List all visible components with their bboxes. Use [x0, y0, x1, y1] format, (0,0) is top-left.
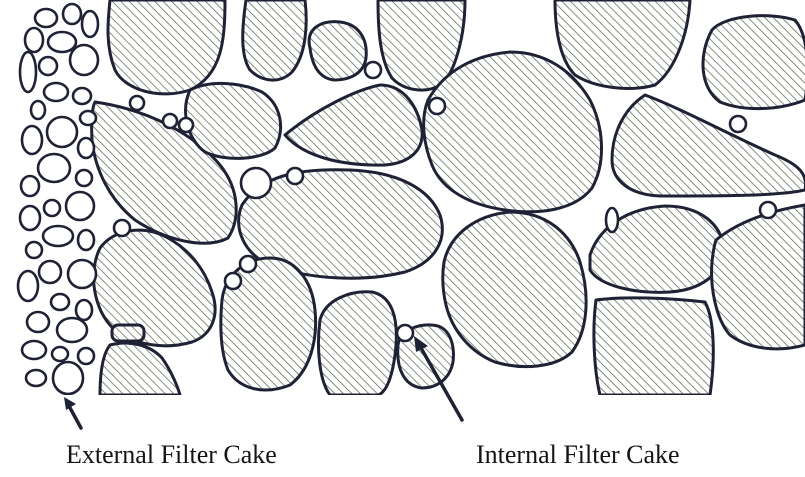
cake-particle	[31, 101, 45, 119]
cake-particle	[18, 271, 38, 301]
cake-particle	[39, 261, 61, 283]
cake-particle	[76, 300, 92, 320]
cake-particle	[66, 192, 94, 220]
cake-particle	[82, 11, 98, 37]
cake-particle	[51, 294, 69, 310]
sand-grain	[594, 298, 713, 395]
external-filter-cake	[18, 4, 98, 394]
cake-particle	[287, 168, 303, 184]
porous-medium	[18, 0, 805, 395]
cake-particle	[78, 230, 94, 250]
cake-particle	[397, 325, 413, 341]
sand-grain	[112, 325, 144, 341]
cake-particle	[39, 57, 57, 75]
cake-particle	[25, 28, 43, 52]
sand-grain	[186, 83, 281, 158]
sand-grain	[443, 212, 586, 367]
cake-particle	[225, 273, 241, 289]
cake-particle	[73, 88, 91, 104]
cake-particle	[70, 45, 98, 75]
sand-grain	[108, 0, 225, 94]
cake-particle	[760, 202, 776, 218]
cake-particle	[179, 118, 193, 132]
cake-particle	[22, 341, 46, 359]
sand-grain	[612, 95, 805, 196]
cake-particle	[240, 256, 256, 272]
sand-grain	[318, 292, 396, 395]
sand-grain	[285, 85, 422, 165]
sand-grain	[703, 16, 805, 109]
cake-particle	[57, 318, 87, 342]
cake-particle	[730, 116, 746, 132]
cake-particle	[53, 362, 83, 394]
cake-particle	[80, 111, 96, 125]
cake-particle	[22, 126, 42, 154]
sand-grain	[100, 343, 180, 395]
sand-grains	[92, 0, 805, 395]
cake-particle	[20, 206, 40, 230]
cake-particle	[365, 62, 381, 78]
cake-particle	[63, 4, 81, 24]
cake-particle	[47, 117, 77, 147]
cake-particle	[38, 154, 70, 182]
cake-particle	[48, 32, 76, 52]
cake-particle	[76, 170, 92, 186]
sand-grain	[309, 22, 366, 80]
cake-particle	[21, 176, 39, 196]
cake-particle	[44, 200, 60, 216]
cake-particle	[68, 260, 96, 288]
cake-particle	[163, 114, 177, 128]
external-cake-arrow	[64, 397, 81, 428]
cake-particle	[43, 226, 73, 246]
internal-filter-cake-label: Internal Filter Cake	[476, 440, 680, 470]
cake-particle	[35, 9, 57, 27]
cake-particle	[78, 348, 94, 364]
external-filter-cake-label: External Filter Cake	[66, 440, 277, 470]
sand-grain	[243, 0, 306, 80]
sand-grain	[555, 0, 690, 88]
cake-particle	[114, 220, 130, 236]
cake-particle	[241, 168, 271, 198]
cake-particle	[27, 312, 49, 332]
cake-particle	[26, 242, 42, 258]
cake-particle	[78, 138, 94, 158]
cake-particle	[20, 52, 36, 92]
cake-particle	[52, 347, 68, 361]
sand-grain	[712, 205, 805, 349]
cake-particle	[26, 370, 46, 386]
cake-particle	[606, 208, 618, 232]
cake-particle	[130, 96, 144, 110]
cake-particle	[429, 98, 445, 114]
cake-particle	[44, 83, 68, 101]
